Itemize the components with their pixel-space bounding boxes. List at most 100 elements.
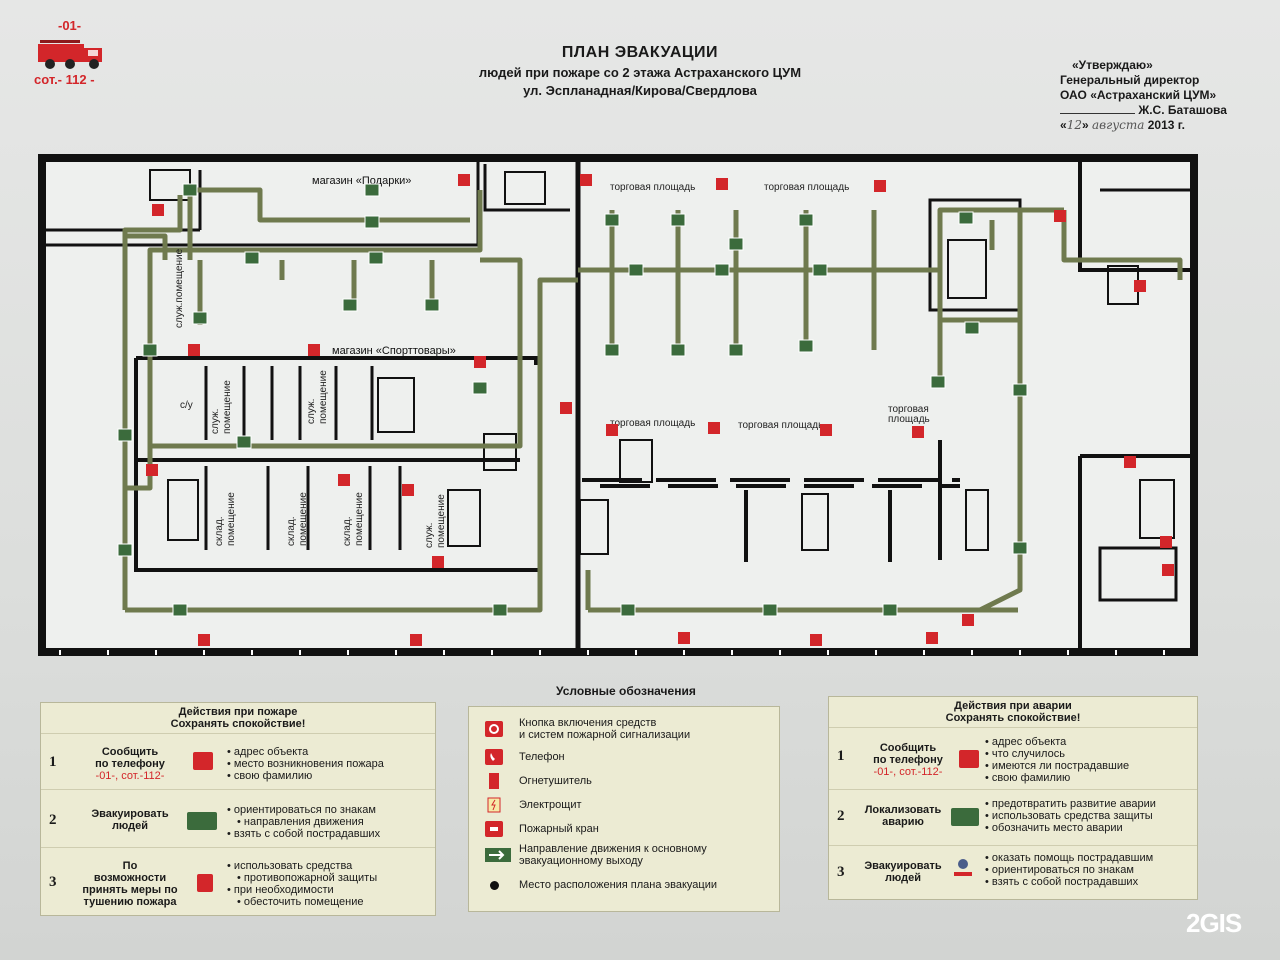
accident-step-2-action-line2: аварию <box>882 816 924 828</box>
fire-safety-sign-icon <box>458 174 470 186</box>
fire-step-3-item: использовать средства <box>227 860 377 872</box>
staircase-4 <box>447 489 481 547</box>
exit-sign-icon <box>368 251 384 265</box>
fire-safety-sign-icon <box>1162 564 1174 576</box>
fire-step-2-number: 2 <box>49 812 57 828</box>
plan-title-block: ПЛАН ЭВАКУАЦИИ людей при пожаре со 2 эта… <box>420 44 860 98</box>
exit-sign-icon <box>762 603 778 617</box>
fire-step-3-action-line1: По <box>122 860 138 872</box>
fire-panel-title: Действия при пожаре <box>178 706 298 718</box>
fire-step-1-number: 1 <box>49 754 57 770</box>
fire-safety-sign-icon <box>678 632 690 644</box>
phone-icon <box>193 752 213 770</box>
fire-step-1-action-line1: Сообщить <box>101 746 159 758</box>
exit-sign-icon <box>714 263 730 277</box>
service-room-label-4a: служ. <box>424 523 435 548</box>
accident-step-1-phones: -01-, сот.-112- <box>873 766 943 778</box>
extinguisher-icon <box>197 874 213 892</box>
fire-step-2: 2 Эвакуировать людей ориентироваться по … <box>41 789 435 848</box>
exit-sign-icon <box>604 213 620 227</box>
accident-step-3-action: Эвакуировать людей <box>853 860 953 884</box>
legend-item-text: эвакуационному выходу <box>519 855 643 867</box>
staircase-11 <box>1139 479 1175 539</box>
store-room-label-3a: склад. <box>342 517 353 547</box>
exit-sign-icon <box>930 375 946 389</box>
fire-step-1-item: место возникновения пожара <box>227 758 384 770</box>
fire-step-2-action-line1: Эвакуировать <box>91 808 169 820</box>
legend-item-you-are-here: Место расположения плана эвакуации <box>485 877 717 893</box>
fire-step-2-item-cont: направления движения <box>227 816 380 828</box>
accident-step-2-item: использовать средства защиты <box>985 810 1156 822</box>
exit-sign-icon <box>798 339 814 353</box>
store-room-label-2b: помещение <box>298 492 309 546</box>
store-room-label-1b: помещение <box>226 492 237 546</box>
fire-step-3-action-line3: принять меры по <box>82 884 178 896</box>
accident-step-1-number: 1 <box>837 748 845 764</box>
fire-safety-sign-icon <box>606 424 618 436</box>
fire-safety-sign-icon <box>912 426 924 438</box>
approval-date: «12» августа 2013 г. <box>1060 118 1185 132</box>
service-room-label-3b: помещение <box>318 370 329 424</box>
accident-step-2-item: обозначить место аварии <box>985 822 1156 834</box>
fire-safety-sign-icon <box>874 180 886 192</box>
exit-sign-icon <box>192 311 208 325</box>
exit-sign-icon <box>620 603 636 617</box>
wc-label: с/у <box>180 400 193 411</box>
accident-step-1-item: что случилось <box>985 748 1129 760</box>
service-room-label-2a: служ. <box>210 409 221 434</box>
fire-safety-sign-icon <box>188 344 200 356</box>
legend-item-extinguisher: Огнетушитель <box>485 773 592 789</box>
exit-sign-icon <box>172 603 188 617</box>
service-room-label-1: служ.помещение <box>174 248 185 328</box>
fire-step-1-phones: -01-, сот.-112- <box>95 770 165 782</box>
fire-step-2-item: ориентироваться по знакам <box>227 804 380 816</box>
accident-step-2-number: 2 <box>837 808 845 824</box>
legend-item-text: Огнетушитель <box>519 775 592 787</box>
fire-step-2-action-line2: людей <box>111 820 149 832</box>
staircase-5 <box>167 479 199 541</box>
plan-title: ПЛАН ЭВАКУАЦИИ <box>561 44 719 61</box>
fire-step-1-action: Сообщить по телефону -01-, сот.-112- <box>71 746 189 782</box>
exit-sign-icon <box>364 215 380 229</box>
accident-step-2-action-line1: Локализовать <box>864 804 942 816</box>
trade-area-label-5b: площадь <box>888 414 930 425</box>
service-room-label-3a: служ. <box>306 399 317 424</box>
evacuation-arrow-icon <box>485 847 511 863</box>
date-month: августа <box>1091 118 1145 132</box>
fire-safety-sign-icon <box>716 178 728 190</box>
fire-safety-sign-icon <box>810 634 822 646</box>
fire-step-3-item-cont: противопожарной защиты <box>227 872 377 884</box>
accident-step-1-items: адрес объекта что случилось имеются ли п… <box>985 736 1129 784</box>
approval-heading: «Утверждаю» <box>1072 58 1153 72</box>
accident-panel-title: Действия при аварии <box>954 700 1072 712</box>
service-room-label-4b: помещение <box>436 494 447 548</box>
mobile-phone-number: сот.- 112 - <box>34 72 95 87</box>
store-room-label-2a: склад. <box>286 517 297 547</box>
accident-step-1-action-line2: по телефону <box>873 754 943 766</box>
exit-sign-icon <box>236 435 252 449</box>
exit-sign-icon <box>670 343 686 357</box>
accident-step-1-item: адрес объекта <box>985 736 1129 748</box>
trade-area-label-2: торговая площадь <box>764 182 849 193</box>
legend-item-text: Пожарный кран <box>519 823 599 835</box>
exit-sign-icon <box>670 213 686 227</box>
fire-safety-sign-icon <box>560 402 572 414</box>
plan-subtitle: людей при пожаре со 2 этажа Астраханског… <box>478 65 802 80</box>
fire-step-3-item: при необходимости <box>227 884 377 896</box>
legend-title: Условные обозначения <box>556 684 696 698</box>
signature-field <box>1060 113 1135 114</box>
accident-step-2: 2 Локализовать аварию предотвратить разв… <box>829 789 1197 846</box>
legend-item-text: Направление движения к основному <box>519 843 707 855</box>
exit-sign-icon <box>244 251 260 265</box>
fire-step-3-action-line4: тушению пожара <box>83 896 177 908</box>
store-room-label-1a: склад. <box>214 517 225 547</box>
fire-safety-sign-icon <box>474 356 486 368</box>
accident-step-3: 3 Эвакуировать людей оказать помощь пост… <box>829 845 1197 900</box>
legend-item-text: Электрощит <box>519 799 582 811</box>
staircase-2 <box>504 171 546 205</box>
fire-safety-sign-icon <box>146 464 158 476</box>
fire-actions-panel: Действия при пожаре Сохранять спокойстви… <box>40 702 436 916</box>
elevator-2 <box>965 489 989 551</box>
